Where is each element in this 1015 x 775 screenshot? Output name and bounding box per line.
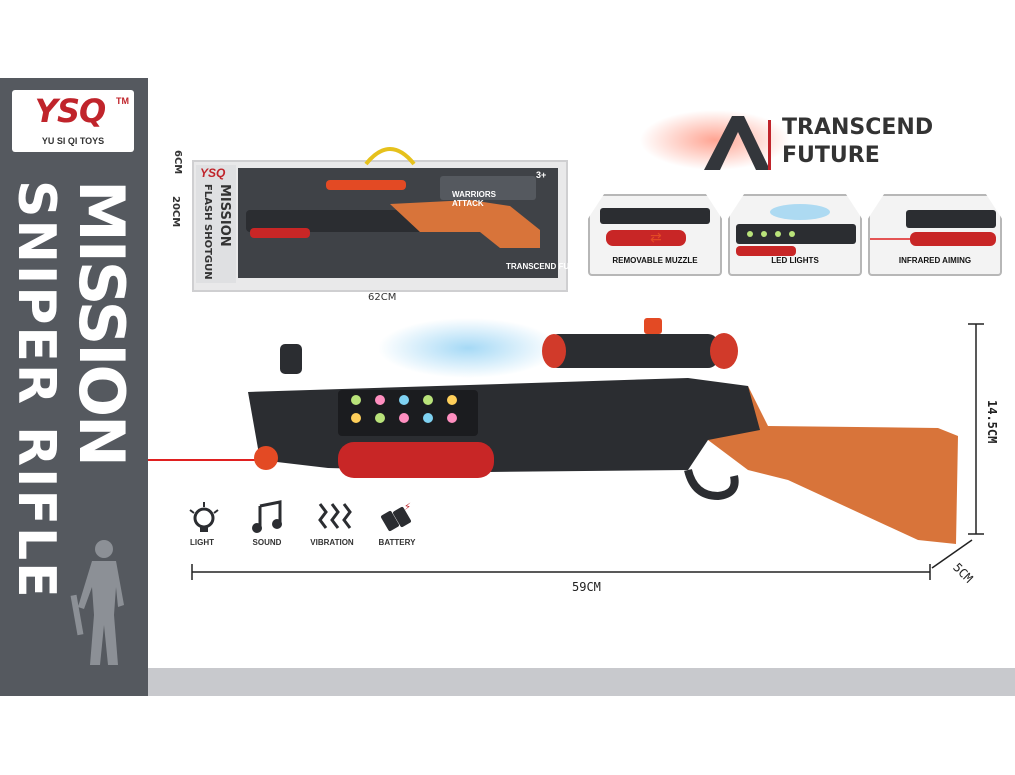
function-label-light: LIGHT	[190, 538, 214, 547]
package-toy-image	[246, 176, 540, 248]
function-label-sound: SOUND	[252, 538, 282, 547]
brand-logo	[12, 90, 134, 152]
feature-label-infrared-aiming: INFRARED AIMING	[898, 256, 972, 265]
led-lights-image	[736, 204, 856, 256]
package-brand: YSQ	[200, 166, 226, 180]
package-slogan: TRANSCEND FUTURE	[506, 262, 591, 271]
light-icon	[189, 502, 219, 532]
transcend-logo-icon	[704, 116, 771, 170]
bottom-strip	[148, 668, 1015, 696]
soldier-silhouette-icon	[70, 540, 124, 665]
package-badge: WARRIORS ATTACK	[452, 190, 496, 208]
rifle-image	[148, 318, 958, 544]
feature-card-removable-muzzle: ⇄	[588, 194, 722, 276]
function-label-battery: BATTERY	[378, 538, 416, 547]
package-title-line1: MISSION	[217, 184, 232, 247]
package-age: 3+	[536, 170, 547, 180]
length-label: 59CM	[572, 580, 601, 594]
trademark-mark: TM	[116, 96, 129, 106]
feature-label-led-lights: LED LIGHTS	[771, 256, 819, 265]
package-handle	[364, 147, 416, 166]
headline-line2: FUTURE	[782, 143, 880, 168]
removable-muzzle-image: ⇄	[600, 208, 710, 246]
dimension-lines	[191, 323, 984, 580]
height-label: 14.5CM	[985, 400, 999, 444]
battery-icon: ⚡	[381, 502, 411, 532]
svg-text:⇄: ⇄	[650, 230, 662, 246]
vibration-icon	[318, 503, 352, 529]
package-side-panel	[196, 165, 236, 283]
music-note-icon	[252, 500, 282, 533]
package-title-line2: FLASH SHOTGUN	[202, 184, 213, 280]
infrared-aiming-image	[870, 210, 996, 246]
sidebar-panel	[0, 78, 148, 696]
rifle-scope	[548, 334, 718, 368]
package-depth-label: 6CM	[172, 150, 183, 175]
brand-logo-text: YSQ	[34, 92, 106, 130]
headline-line1: TRANSCEND	[782, 115, 934, 140]
brand-name: YU SI QI TOYS	[41, 136, 105, 146]
package-width-label: 62CM	[368, 292, 397, 303]
mist-effect	[378, 318, 558, 378]
function-label-vibration: VIBRATION	[310, 538, 354, 547]
feature-label-removable-muzzle: REMOVABLE MUZZLE	[612, 256, 698, 265]
product-title-line2: SNIPER RIFLE	[6, 180, 66, 600]
product-title-line1: MISSION	[65, 180, 138, 465]
feature-card-infrared-aiming	[868, 194, 1002, 276]
package-height-label: 20CM	[170, 196, 181, 228]
svg-text:⚡: ⚡	[404, 502, 411, 513]
rifle-pump	[338, 442, 494, 478]
feature-card-led-lights	[728, 194, 862, 276]
